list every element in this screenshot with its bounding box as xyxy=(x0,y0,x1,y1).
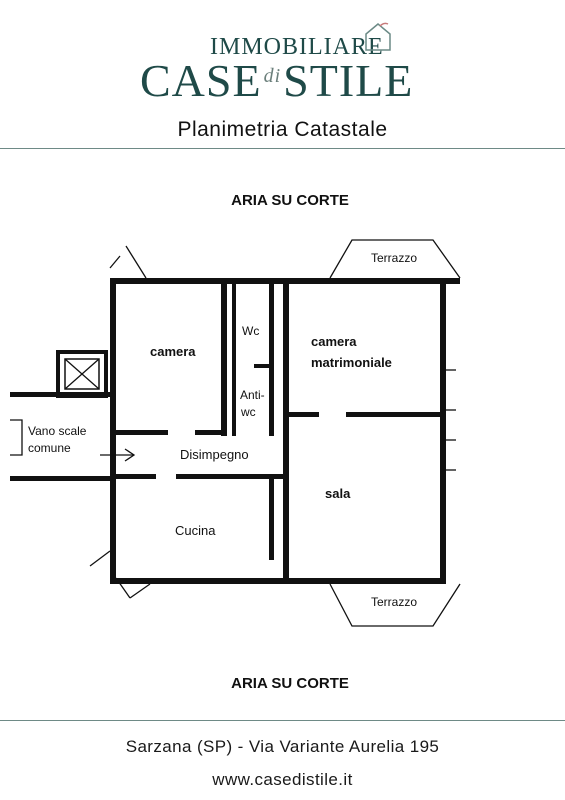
room-vano-line1: Vano scale xyxy=(28,424,87,438)
room-antiwc-line1: Anti- xyxy=(240,388,265,402)
room-vano-line2: comune xyxy=(28,441,71,455)
footer-divider xyxy=(0,720,565,721)
room-wc: Wc xyxy=(242,324,259,338)
logo-stile: STILE xyxy=(283,55,414,106)
room-terrazzo-bottom: Terrazzo xyxy=(371,595,417,609)
room-antiwc-line2: wc xyxy=(240,405,256,419)
logo-di: di xyxy=(263,65,282,87)
room-cucina: Cucina xyxy=(175,523,216,538)
bottom-label: ARIA SU CORTE xyxy=(231,675,349,692)
house-icon xyxy=(365,22,391,51)
room-terrazzo-top: Terrazzo xyxy=(371,251,417,265)
logo-case: CASE xyxy=(140,55,262,106)
room-camera: camera xyxy=(150,344,196,359)
room-disimpegno: Disimpegno xyxy=(180,447,249,462)
header-divider xyxy=(0,148,565,149)
room-camera-matrimoniale-line2: matrimoniale xyxy=(311,355,392,370)
page-title: Planimetria Catastale xyxy=(177,118,388,141)
address-text: Sarzana (SP) - Via Variante Aurelia 195 xyxy=(125,737,440,756)
floor-plan: ARIA SU CORTE ARIA SU CORTE camera camer… xyxy=(10,192,461,692)
logo-immobiliare: IMMOBILIARE xyxy=(210,34,384,60)
room-camera-matrimoniale-line1: camera xyxy=(311,334,357,349)
top-label: ARIA SU CORTE xyxy=(231,192,349,209)
website-link[interactable]: www.casedistile.it xyxy=(212,770,353,789)
room-sala: sala xyxy=(325,486,351,501)
